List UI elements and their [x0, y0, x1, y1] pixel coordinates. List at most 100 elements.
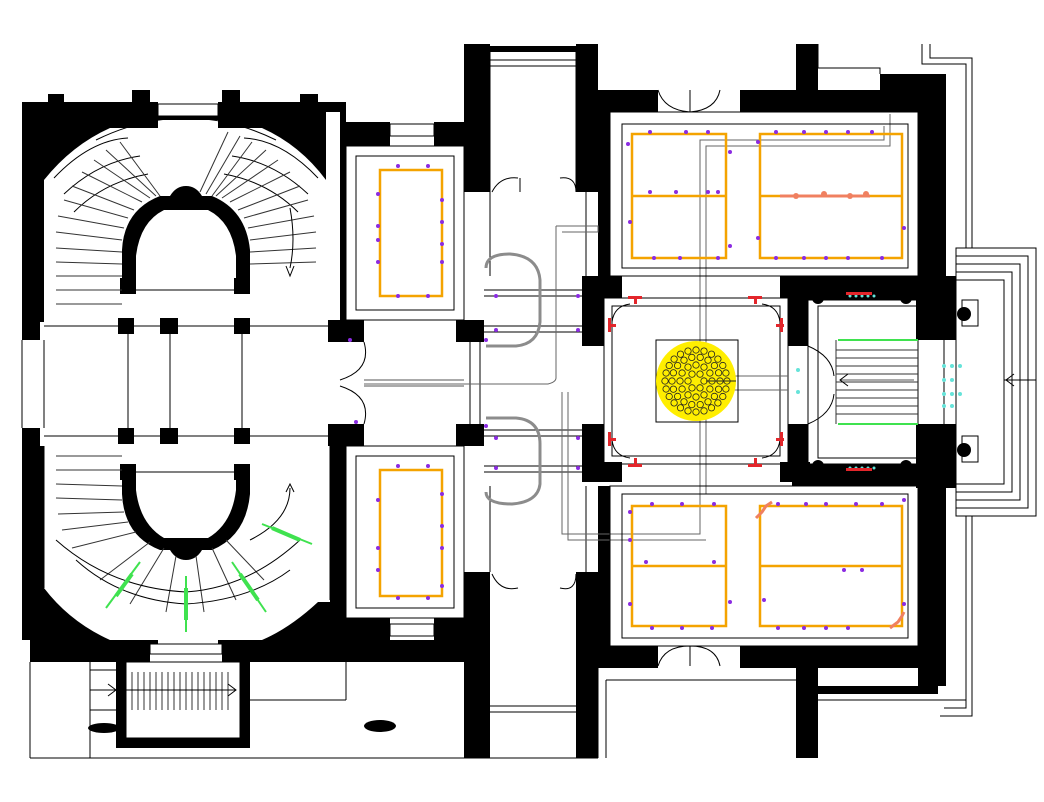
spotlight-lamp	[706, 385, 714, 393]
wall-segment	[576, 572, 598, 758]
spotlight-lamp	[704, 398, 712, 406]
column	[234, 428, 250, 444]
wall-segment	[792, 464, 932, 486]
arrow-icon	[285, 265, 295, 278]
wall-segment	[456, 424, 484, 446]
spotlight-lamp	[662, 385, 670, 393]
column	[118, 428, 134, 444]
spotlight-lamp	[670, 355, 678, 363]
stair-treads-east	[835, 340, 918, 424]
spotlight-lamp	[668, 377, 676, 385]
spotlight-lamp	[719, 392, 727, 401]
spotlight-lamp	[710, 392, 719, 400]
arrow-icon	[1005, 373, 1015, 387]
spotlight-lamp	[665, 361, 673, 370]
spotlight-lamp	[684, 407, 692, 415]
arrow-icon	[107, 683, 117, 697]
spotlight-lamp	[700, 407, 708, 415]
route-line	[556, 225, 599, 233]
wall-segment	[464, 44, 490, 192]
stair-treads-nw	[55, 141, 161, 305]
route-line	[567, 392, 706, 541]
rotunda-outer-wall	[22, 90, 346, 340]
salmon-dots	[793, 191, 869, 199]
spotlight-lamp	[714, 355, 722, 363]
wall-segment	[598, 486, 610, 666]
spotlight-lamp	[688, 370, 696, 378]
door-swing-icon	[491, 573, 577, 590]
stair-curve	[95, 117, 277, 141]
spotlight-lamp	[714, 369, 723, 377]
walls	[22, 44, 956, 758]
stair-treads-ne	[199, 131, 317, 265]
wall-segment	[582, 276, 604, 346]
wall-segment	[434, 122, 468, 146]
spotlight-lamp	[692, 393, 700, 401]
column	[120, 464, 136, 480]
wall-segment	[116, 662, 126, 748]
spotlight-lamp	[696, 400, 704, 409]
spotlight-lamp	[714, 385, 723, 393]
entrance-stair-sw	[125, 661, 241, 739]
spotlight-lamp	[661, 377, 669, 385]
wall-segment	[576, 44, 598, 192]
wall-segment	[456, 320, 484, 342]
door-swing-icon	[491, 177, 577, 193]
rotunda-outer-wall-south	[22, 428, 346, 662]
room-nw	[345, 145, 465, 321]
room-sw	[345, 445, 465, 619]
wall-segment	[598, 646, 658, 668]
spotlight-lamp	[678, 369, 686, 377]
wall-segment	[116, 738, 250, 748]
spotlight-lamp	[704, 356, 712, 364]
spotlight-lamp	[684, 363, 692, 371]
spotlight-lamp	[680, 398, 688, 406]
spotlight-lamp	[670, 399, 678, 407]
wall-segment	[240, 662, 250, 748]
spotlight-lamp	[662, 369, 670, 377]
central-hall	[603, 297, 789, 465]
column	[234, 464, 250, 480]
column	[118, 318, 134, 334]
wall-segment	[598, 90, 610, 276]
spotlight-lamp	[678, 385, 686, 393]
wall-segment	[818, 686, 938, 694]
spotlight-lamp	[673, 392, 682, 400]
spotlight-lamp	[707, 404, 716, 412]
wall-segment	[434, 618, 468, 642]
wall-segment	[796, 666, 818, 758]
wall-segment	[346, 618, 390, 642]
spotlight-lamp	[669, 385, 678, 393]
arrow-icon	[839, 373, 849, 387]
spotlight-lamp	[700, 391, 708, 399]
floor-objects	[88, 292, 971, 733]
route-line	[364, 226, 557, 385]
spotlight-lamp	[684, 347, 692, 355]
rotunda-inner-core-south	[122, 464, 250, 560]
spotlight-lamp	[692, 408, 700, 416]
spotlight-lamp	[722, 369, 730, 377]
spotlight-lamp	[692, 361, 700, 369]
stair-curve	[289, 207, 294, 269]
wall-segment	[740, 646, 940, 668]
door-swing-icon	[807, 345, 835, 425]
rotunda-inner-core-north	[122, 186, 250, 278]
spotlight-lamp	[722, 385, 730, 393]
spotlight-lamp	[684, 377, 692, 385]
spotlight-lamp	[688, 353, 696, 361]
spotlight-lamp	[676, 350, 685, 358]
spotlight-lamp	[696, 353, 704, 361]
spotlight-lamp	[700, 363, 708, 371]
wall-segment	[328, 320, 364, 342]
red-markers	[608, 292, 872, 471]
wall-segment	[796, 44, 818, 100]
wall-segment	[880, 74, 922, 104]
stair-treads-sw	[55, 455, 265, 613]
wall-segment	[918, 74, 946, 304]
spotlight-lamp	[714, 399, 722, 407]
spotlight-lamp	[710, 361, 719, 370]
green-markers	[105, 339, 918, 632]
wall-segment	[916, 276, 956, 340]
rotunda-oval-outline	[43, 444, 331, 600]
